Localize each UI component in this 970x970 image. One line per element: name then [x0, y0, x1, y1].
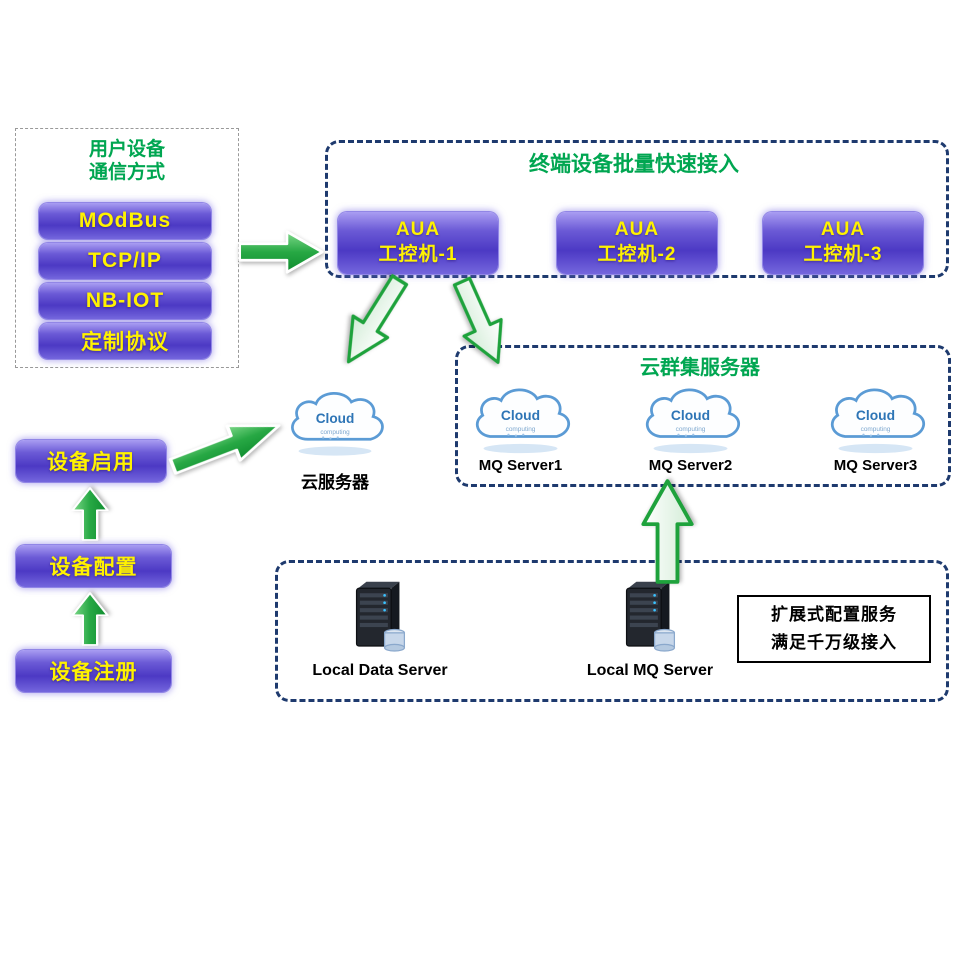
- cloud-title: Cloud: [856, 407, 895, 423]
- aua-node-1: AUA 工控机-1: [338, 212, 498, 274]
- cloud-title: Cloud: [316, 411, 355, 426]
- arrow-comm-to-terminal: [238, 230, 324, 274]
- aua-node-2-line2: 工控机-2: [597, 244, 677, 265]
- local-data-server-icon: [355, 581, 406, 652]
- arrow-register-to-configure: [71, 592, 109, 646]
- arrow-configure-to-enable: [71, 487, 109, 541]
- terminal-panel-title: 终端设备批量快速接入: [529, 153, 739, 176]
- device-step-configure: 设备配置: [16, 545, 171, 587]
- scalability-note-line1: 扩展式配置服务: [771, 604, 897, 624]
- comm-item-custom-protocol: 定制协议: [39, 323, 211, 359]
- cloud-subtitle: computing: [676, 426, 706, 433]
- arrow-localmq-to-mqserver2: [641, 479, 694, 584]
- cloud-subtitle: computing: [320, 429, 350, 436]
- aua-node-3-line2: 工控机-3: [803, 244, 883, 265]
- cloud-title: Cloud: [671, 407, 710, 423]
- cloud-server-icon: Cloud computing: [291, 392, 384, 456]
- local-mq-server-icon: [625, 581, 676, 652]
- terminal-access-panel: [325, 140, 949, 278]
- user-device-comm-panel: 用户设备 通信方式 MOdBus TCP/IP NB-IOT 定制协议: [15, 128, 239, 368]
- cloud-subtitle: computing: [861, 426, 891, 433]
- comm-item-nbiot: NB-IOT: [39, 283, 211, 319]
- aua-node-3-line1: AUA: [820, 219, 866, 241]
- scalability-note-line2: 满足千万级接入: [771, 633, 897, 652]
- cloud-title: Cloud: [501, 407, 540, 423]
- cloud-cluster-panel: [455, 345, 951, 487]
- mq-server2-cloud-icon: Cloud computing: [645, 388, 740, 454]
- comm-item-modbus: MOdBus: [39, 203, 211, 239]
- device-step-enable: 设备启用: [16, 440, 166, 482]
- arrow-enable-to-cloud-server: [168, 424, 281, 475]
- aua-node-2-line1: AUA: [614, 219, 660, 241]
- cloud-server-label: 云服务器: [301, 473, 369, 492]
- aua-node-1-line1: AUA: [395, 219, 441, 241]
- comm-panel-title-line1: 用户设备: [88, 139, 165, 160]
- comm-panel-title: 用户设备 通信方式: [16, 139, 238, 185]
- local-data-server-label: Local Data Server: [312, 662, 448, 679]
- mq-server3-label: MQ Server3: [833, 457, 918, 474]
- cluster-panel-title: 云群集服务器: [640, 357, 760, 379]
- arrow-aua1-to-cluster: [452, 276, 503, 364]
- mq-server3-cloud-icon: Cloud computing: [830, 388, 925, 454]
- mq-server2-label: MQ Server2: [648, 457, 733, 474]
- comm-panel-title-line2: 通信方式: [88, 161, 165, 183]
- aua-node-3: AUA 工控机-3: [763, 212, 923, 274]
- local-mq-server-label: Local MQ Server: [586, 662, 714, 679]
- local-servers-panel: [275, 560, 949, 702]
- arrow-aua1-to-cloud-server: [346, 274, 409, 364]
- aua-node-2: AUA 工控机-2: [557, 212, 717, 274]
- comm-item-tcpip: TCP/IP: [39, 243, 211, 279]
- aua-node-1-line2: 工控机-1: [378, 244, 458, 265]
- device-step-register: 设备注册: [16, 650, 171, 692]
- mq-server1-cloud-icon: Cloud computing: [475, 388, 570, 454]
- mq-server1-label: MQ Server1: [478, 457, 563, 474]
- cloud-subtitle: computing: [506, 426, 536, 433]
- scalability-note: 扩展式配置服务 满足千万级接入: [737, 595, 931, 663]
